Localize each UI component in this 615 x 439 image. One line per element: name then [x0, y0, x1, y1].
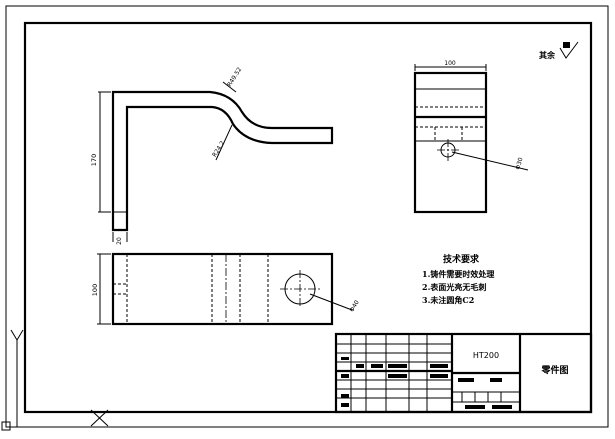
dim-bottom-width: 20: [116, 237, 123, 245]
tech-req-item: 1.铸件需要时效处理: [422, 269, 494, 279]
technical-requirements: 技术要求 1.铸件需要时效处理 2.表面光亮无毛刺 3.未注圆角C2: [422, 253, 494, 305]
title-block: HT200 零件图: [334, 332, 593, 414]
surface-mark-label: 其余: [539, 50, 556, 60]
tech-req-item: 2.表面光亮无毛刺: [422, 282, 486, 292]
dim-radius-inner: R24.2: [211, 140, 226, 159]
inner-frame: [23, 21, 593, 414]
title-block-material: HT200: [473, 351, 499, 360]
tech-req-title: 技术要求: [443, 253, 480, 265]
dim-hole-bottom: Φ40: [349, 299, 361, 313]
side-view: 100 Φ30: [413, 60, 529, 214]
dim-left-height: 170: [90, 154, 98, 166]
surface-roughness-symbol: 其余: [539, 41, 579, 60]
dim-top-width: 100: [444, 60, 456, 67]
ucs-icon: [1, 329, 109, 431]
dim-radius-outer: R49.52: [226, 66, 243, 88]
front-view: 170 20 R49.52 R24.2: [90, 66, 334, 245]
dim-bottom-height: 100: [91, 284, 99, 296]
title-block-drawing-name: 零件图: [540, 364, 568, 376]
dim-hole-top: Φ30: [515, 157, 525, 171]
top-view: 100 Φ40: [91, 252, 361, 326]
outer-border: [5, 5, 609, 428]
tech-req-item: 3.未注圆角C2: [422, 295, 474, 305]
